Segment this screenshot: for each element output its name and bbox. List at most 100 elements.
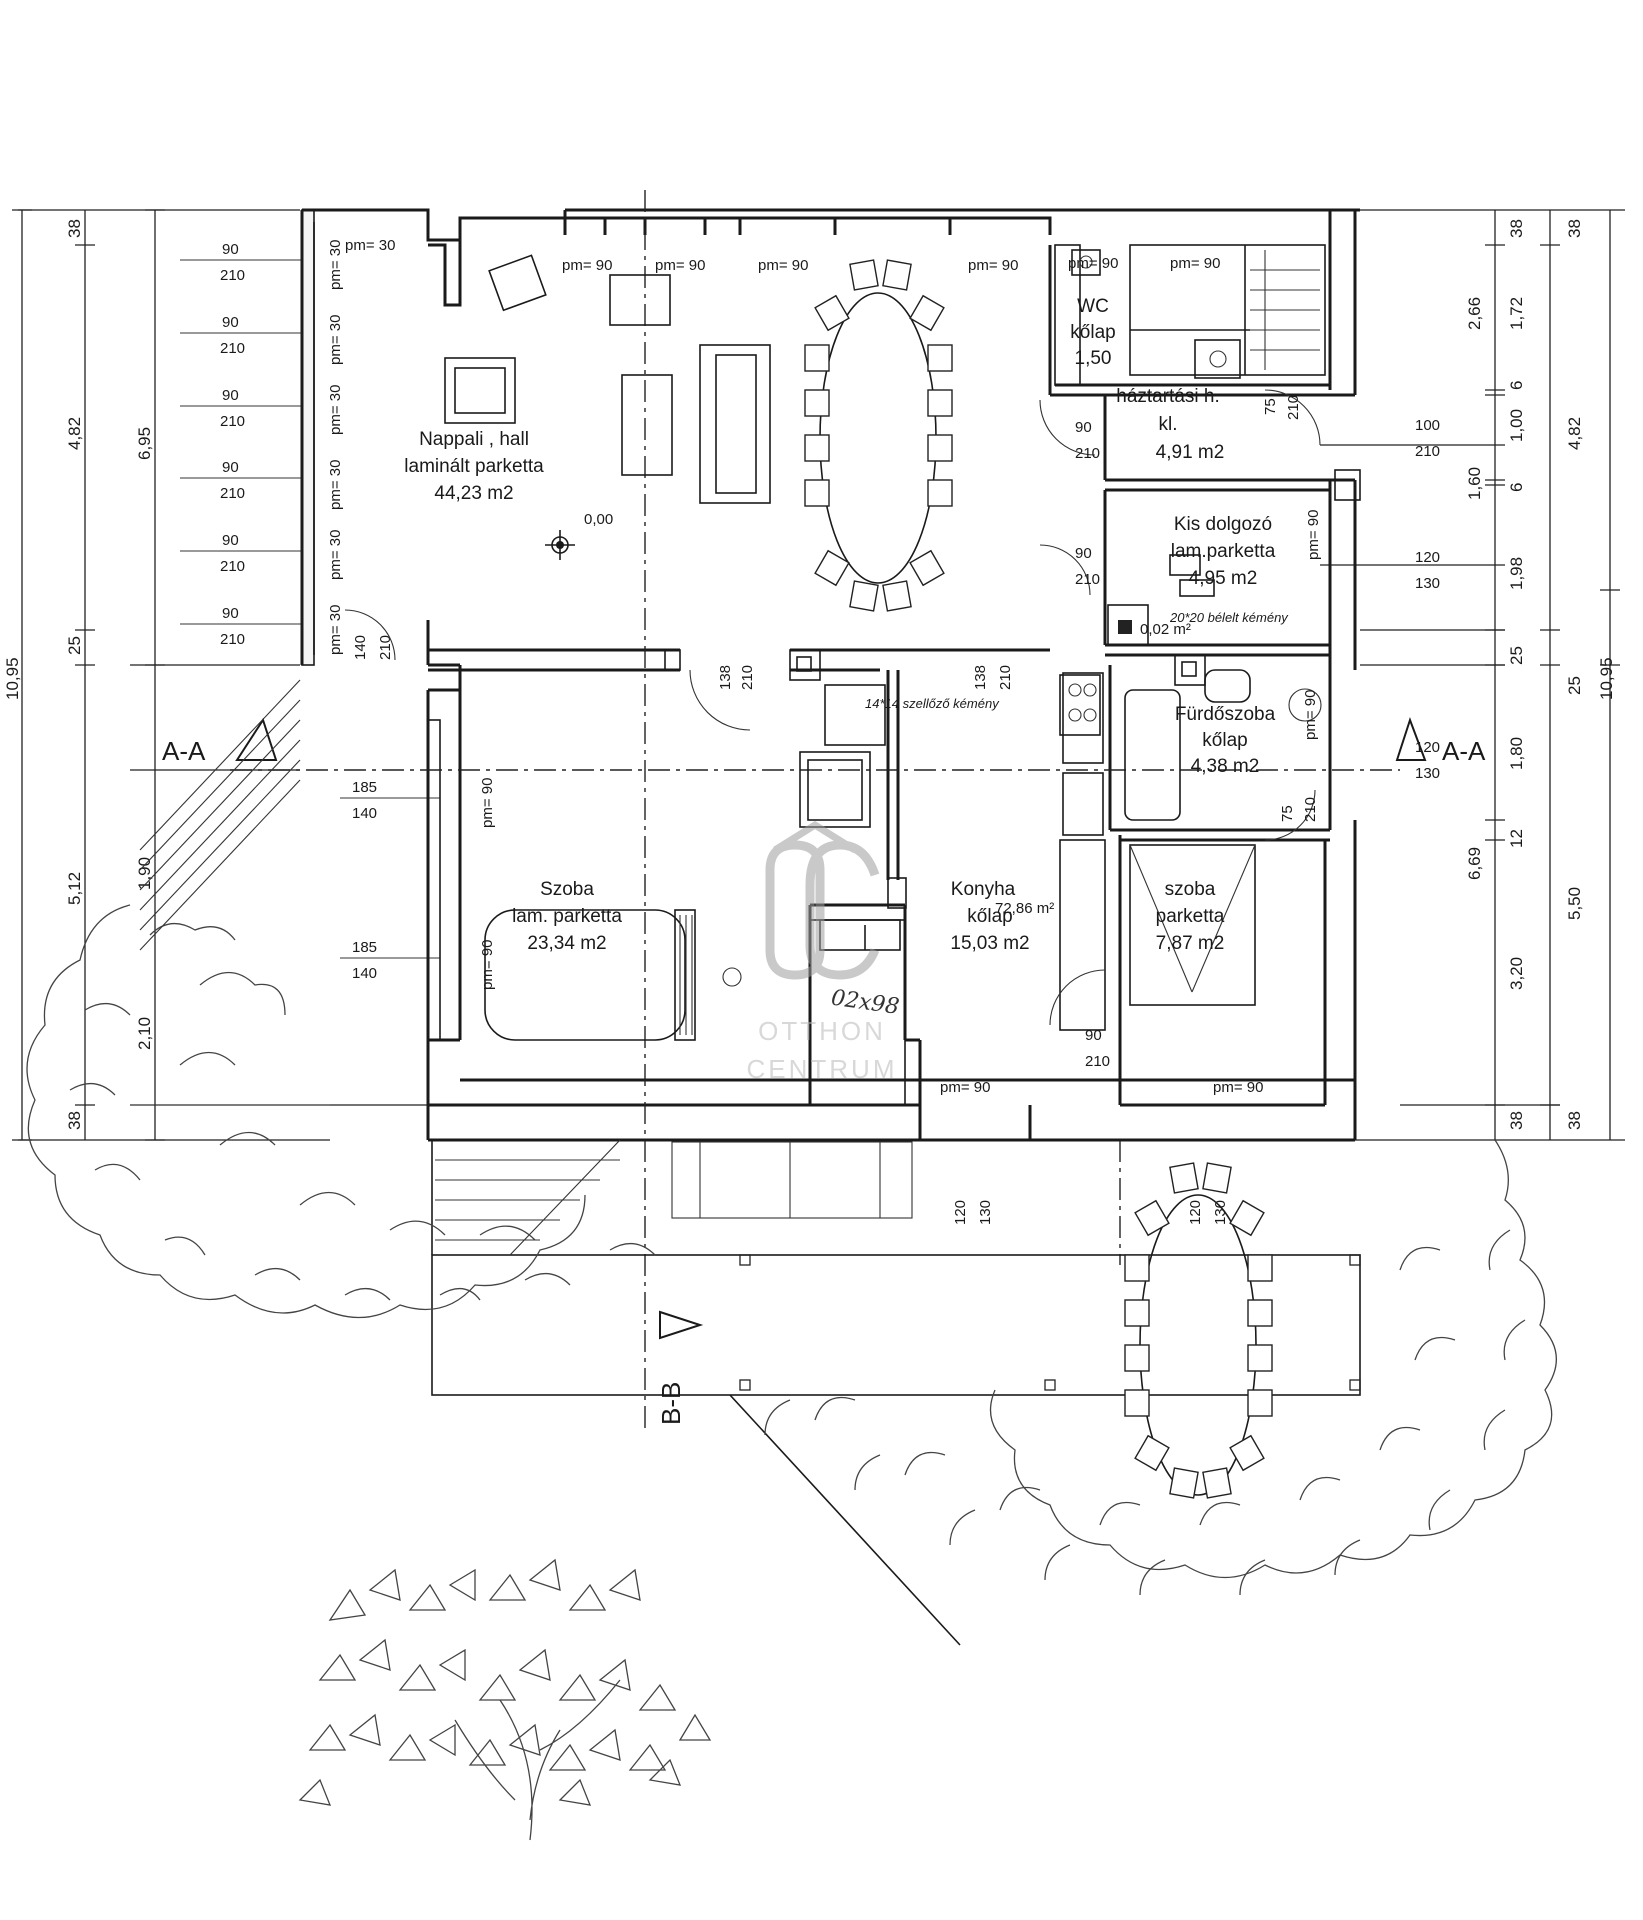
door-w130: 130 — [977, 1200, 994, 1225]
pm-label: pm= 90 — [1170, 255, 1220, 272]
section-bb: B-B — [656, 1382, 686, 1425]
chimney-lined-note: 20*20 bélelt kémény — [1169, 610, 1289, 625]
door-w210: 210 — [1415, 443, 1440, 460]
side-stair-left — [139, 679, 301, 951]
door-w210: 210 — [1085, 1053, 1110, 1070]
terrace — [431, 1139, 1361, 1646]
door-w210: 210 — [377, 635, 394, 660]
label-w90: 90 — [222, 387, 239, 404]
room-furdo-floor: kőlap — [1202, 730, 1247, 751]
label-w140: 140 — [352, 965, 377, 982]
pm-label-v: pm= 30 — [327, 530, 344, 580]
dim-left-inner-482: 4,82 — [65, 417, 84, 450]
dining-chairs-outdoor — [1124, 1162, 1273, 1499]
section-lines: A-A A-A B-B — [162, 190, 1486, 1430]
dim-right-in-198: 1,98 — [1507, 557, 1526, 590]
door-w140: 140 — [352, 635, 369, 660]
door-w120: 120 — [1415, 549, 1440, 566]
doors: 90 210 90 210 90 210 75 210 75 210 138 2… — [344, 389, 1440, 1225]
dim-right-in-180: 1,80 — [1507, 737, 1526, 770]
dim-left-inner-210: 2,10 — [135, 1017, 154, 1050]
dim-right-in-172: 1,72 — [1507, 297, 1526, 330]
label-w90: 90 — [222, 241, 239, 258]
room-nappali-name: Nappali , hall — [419, 429, 529, 450]
room-wc-floor: kőlap — [1070, 322, 1115, 343]
door-w210: 210 — [1302, 797, 1319, 822]
dim-right-in-320: 3,20 — [1507, 957, 1526, 990]
label-w210: 210 — [220, 413, 245, 430]
dim-left-inner-190: 1,90 — [135, 857, 154, 890]
left-window-labels: 90 210 90 210 90 210 90 210 90 210 90 21… — [180, 241, 440, 982]
door-w90: 90 — [1075, 545, 1092, 562]
dim-right-outer-482: 4,82 — [1565, 417, 1584, 450]
walls — [300, 208, 1360, 1142]
door-w120: 120 — [1187, 1200, 1204, 1225]
label-w90: 90 — [222, 532, 239, 549]
pm-label-v: pm= 90 — [1305, 510, 1322, 560]
pm-label-v: pm= 90 — [1302, 690, 1319, 740]
label-w210: 210 — [220, 267, 245, 284]
handwritten-note: 02x98 — [830, 986, 901, 1020]
room-szoba1-floor: lam. parketta — [512, 906, 622, 927]
kitchen-extra-note: 72,86 m² — [995, 900, 1054, 917]
door-w210: 210 — [1075, 571, 1100, 588]
dim-right-in-38: 38 — [1507, 219, 1526, 238]
tree-sketch-bottom — [298, 1558, 712, 1841]
dim-left-inner-38a: 38 — [65, 219, 84, 238]
pm-label-v: pm= 90 — [479, 940, 496, 990]
room-szoba2-floor: parketta — [1156, 906, 1225, 927]
elevation-mark: 0,00 — [584, 511, 613, 528]
dim-right-outer-25: 25 — [1565, 676, 1584, 695]
label-w90: 90 — [222, 605, 239, 622]
door-w130: 130 — [1212, 1200, 1229, 1225]
door-w100: 100 — [1415, 417, 1440, 434]
door-w75: 75 — [1262, 398, 1279, 415]
right-dimensions: 38 1,72 6 1,00 6 1,98 25 1,80 12 3,20 38… — [1320, 209, 1625, 1141]
label-w210: 210 — [220, 340, 245, 357]
pm-label-v: pm= 90 — [479, 778, 496, 828]
left-dimensions: 10,95 38 4,82 25 5,12 38 6,95 1,90 2,10 — [3, 209, 430, 1141]
room-furdo-name: Fürdőszoba — [1175, 704, 1276, 725]
dining-chairs-top — [804, 259, 953, 612]
stair-top — [1250, 250, 1320, 370]
room-haztartasi-area: 4,91 m2 — [1156, 442, 1225, 463]
label-w90: 90 — [222, 459, 239, 476]
room-haztartasi-name: háztartási h. — [1116, 386, 1220, 407]
door-w138: 138 — [717, 665, 734, 690]
watermark-line1: OTTHON — [758, 1016, 886, 1046]
dim-left-inner-25: 25 — [65, 636, 84, 655]
label-w210: 210 — [220, 631, 245, 648]
pm-label-v: pm= 30 — [327, 315, 344, 365]
chimney-area-note: 0,02 m² — [1140, 621, 1191, 638]
dim-right-mid-25: 25 — [1507, 646, 1526, 665]
door-w90: 90 — [1085, 1027, 1102, 1044]
dim-left-outer-bottom: 5,12 — [65, 872, 84, 905]
door-w138: 138 — [972, 665, 989, 690]
pm-label-v: pm= 30 — [327, 240, 344, 290]
label-w185: 185 — [352, 779, 377, 796]
room-furdo-area: 4,38 m2 — [1191, 756, 1260, 777]
door-w210: 210 — [739, 665, 756, 690]
pm-label-v: pm= 30 — [327, 385, 344, 435]
door-w120: 120 — [1415, 739, 1440, 756]
room-konyha-name: Konyha — [951, 879, 1016, 900]
dim-right-mid-38: 38 — [1565, 219, 1584, 238]
room-szoba1-name: Szoba — [540, 879, 594, 900]
pm-label: pm= 90 — [758, 257, 808, 274]
label-w90: 90 — [222, 314, 239, 331]
pm-label: pm= 90 — [1213, 1079, 1263, 1096]
room-wc-area: 1,50 — [1075, 348, 1112, 369]
dim-right-in-12: 12 — [1507, 829, 1526, 848]
dim-right-mid-38b: 38 — [1565, 1111, 1584, 1130]
watermark-line2: CENTRUM — [747, 1054, 898, 1084]
dim-right-in-6: 6 — [1507, 381, 1526, 390]
door-w210: 210 — [1285, 395, 1302, 420]
watermark-logo: OTTHON CENTRUM — [747, 820, 898, 1084]
dim-right-mid-669: 6,69 — [1465, 847, 1484, 880]
pm-label-v: pm= 30 — [327, 460, 344, 510]
door-w130: 130 — [1415, 765, 1440, 782]
room-konyha-area: 15,03 m2 — [950, 933, 1029, 954]
room-labels: Nappali , hall laminált parketta 44,23 m… — [404, 296, 1289, 1020]
parapet-labels: pm= 30 pm= 90 pm= 90 pm= 90 pm= 90 pm= 9… — [327, 237, 1322, 1096]
